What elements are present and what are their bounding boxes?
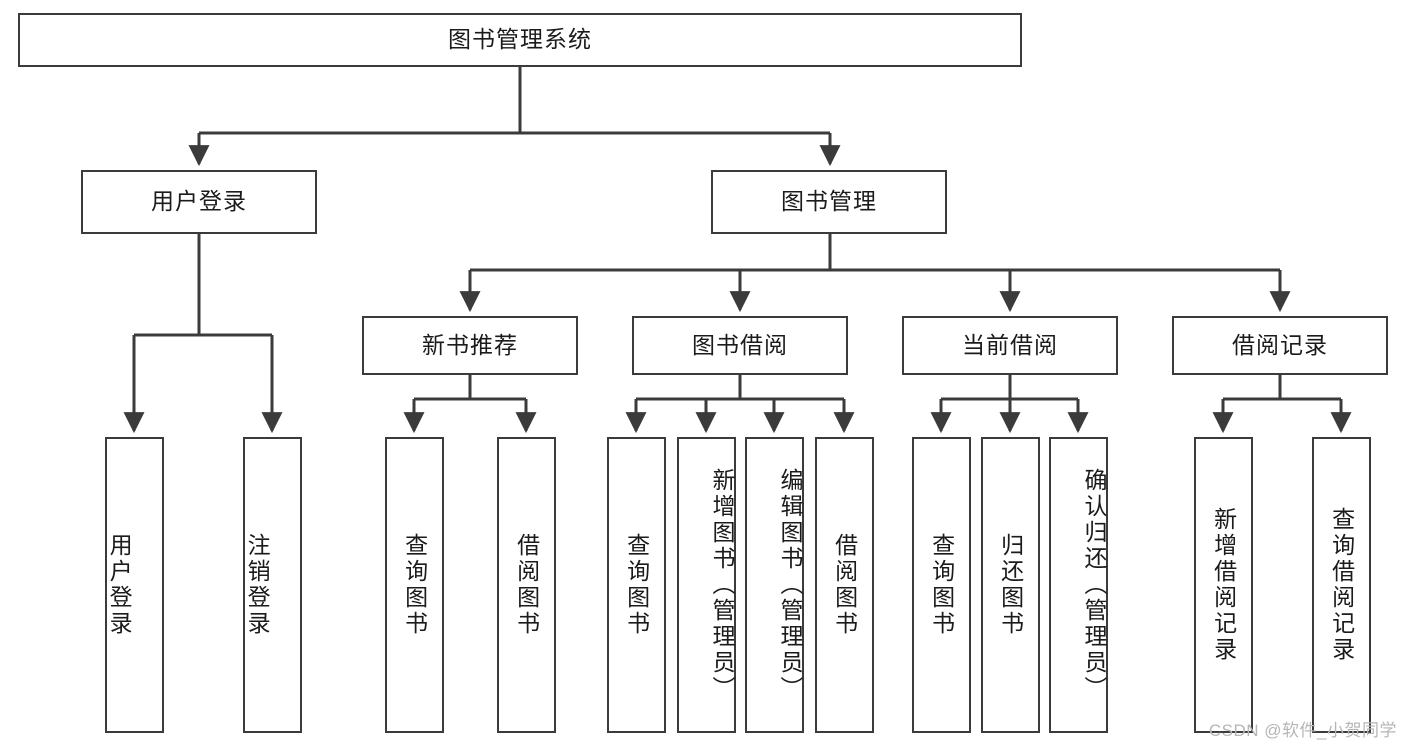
node-leaf-borrow-book-2-label: 借阅图书 [831,533,858,637]
node-borrow-record[interactable]: 借阅记录 [1172,316,1388,375]
node-leaf-user-login-label: 用户登录 [106,533,133,637]
node-leaf-borrow-book-1-label: 借阅图书 [513,533,540,637]
node-leaf-borrow-book-2[interactable]: 借阅图书 [815,437,874,733]
node-leaf-return-book[interactable]: 归还图书 [981,437,1040,733]
node-leaf-confirm-return[interactable]: 确认归还（管理员） [1049,437,1108,733]
node-leaf-return-book-label: 归还图书 [997,533,1024,637]
node-leaf-logout[interactable]: 注销登录 [243,437,302,733]
node-leaf-user-login[interactable]: 用户登录 [105,437,164,733]
node-current-borrow[interactable]: 当前借阅 [902,316,1118,375]
node-book-borrow-label: 图书借阅 [692,331,788,358]
node-leaf-add-book[interactable]: 新增图书（管理员） [677,437,736,733]
node-leaf-query-book-1[interactable]: 查询图书 [385,437,444,733]
node-root-label: 图书管理系统 [448,26,592,53]
watermark-text: CSDN @软件_小贺同学 [1208,721,1397,740]
node-book-manage-label: 图书管理 [781,188,877,215]
node-book-borrow[interactable]: 图书借阅 [632,316,848,375]
node-leaf-logout-label: 注销登录 [244,533,271,637]
node-leaf-add-book-label: 新增图书（管理员） [709,468,735,702]
node-leaf-add-record[interactable]: 新增借阅记录 [1194,437,1253,733]
node-leaf-confirm-return-label: 确认归还（管理员） [1081,468,1107,702]
node-leaf-query-book-2[interactable]: 查询图书 [607,437,666,733]
node-new-book-rec-label: 新书推荐 [422,331,518,358]
node-leaf-query-book-1-label: 查询图书 [401,533,428,637]
node-leaf-edit-book-label: 编辑图书（管理员） [777,468,803,702]
node-user-login[interactable]: 用户登录 [81,170,317,234]
node-leaf-edit-book[interactable]: 编辑图书（管理员） [745,437,804,733]
node-borrow-record-label: 借阅记录 [1232,331,1328,358]
node-user-login-label: 用户登录 [151,188,247,215]
node-leaf-query-book-3-label: 查询图书 [928,533,955,637]
node-leaf-query-book-2-label: 查询图书 [623,533,650,637]
node-current-borrow-label: 当前借阅 [962,331,1058,358]
node-leaf-borrow-book-1[interactable]: 借阅图书 [497,437,556,733]
node-leaf-query-record-label: 查询借阅记录 [1328,507,1355,663]
node-new-book-rec[interactable]: 新书推荐 [362,316,578,375]
node-root[interactable]: 图书管理系统 [18,13,1022,67]
node-leaf-query-book-3[interactable]: 查询图书 [912,437,971,733]
node-book-manage[interactable]: 图书管理 [711,170,947,234]
node-leaf-query-record[interactable]: 查询借阅记录 [1312,437,1371,733]
node-leaf-add-record-label: 新增借阅记录 [1210,507,1237,663]
